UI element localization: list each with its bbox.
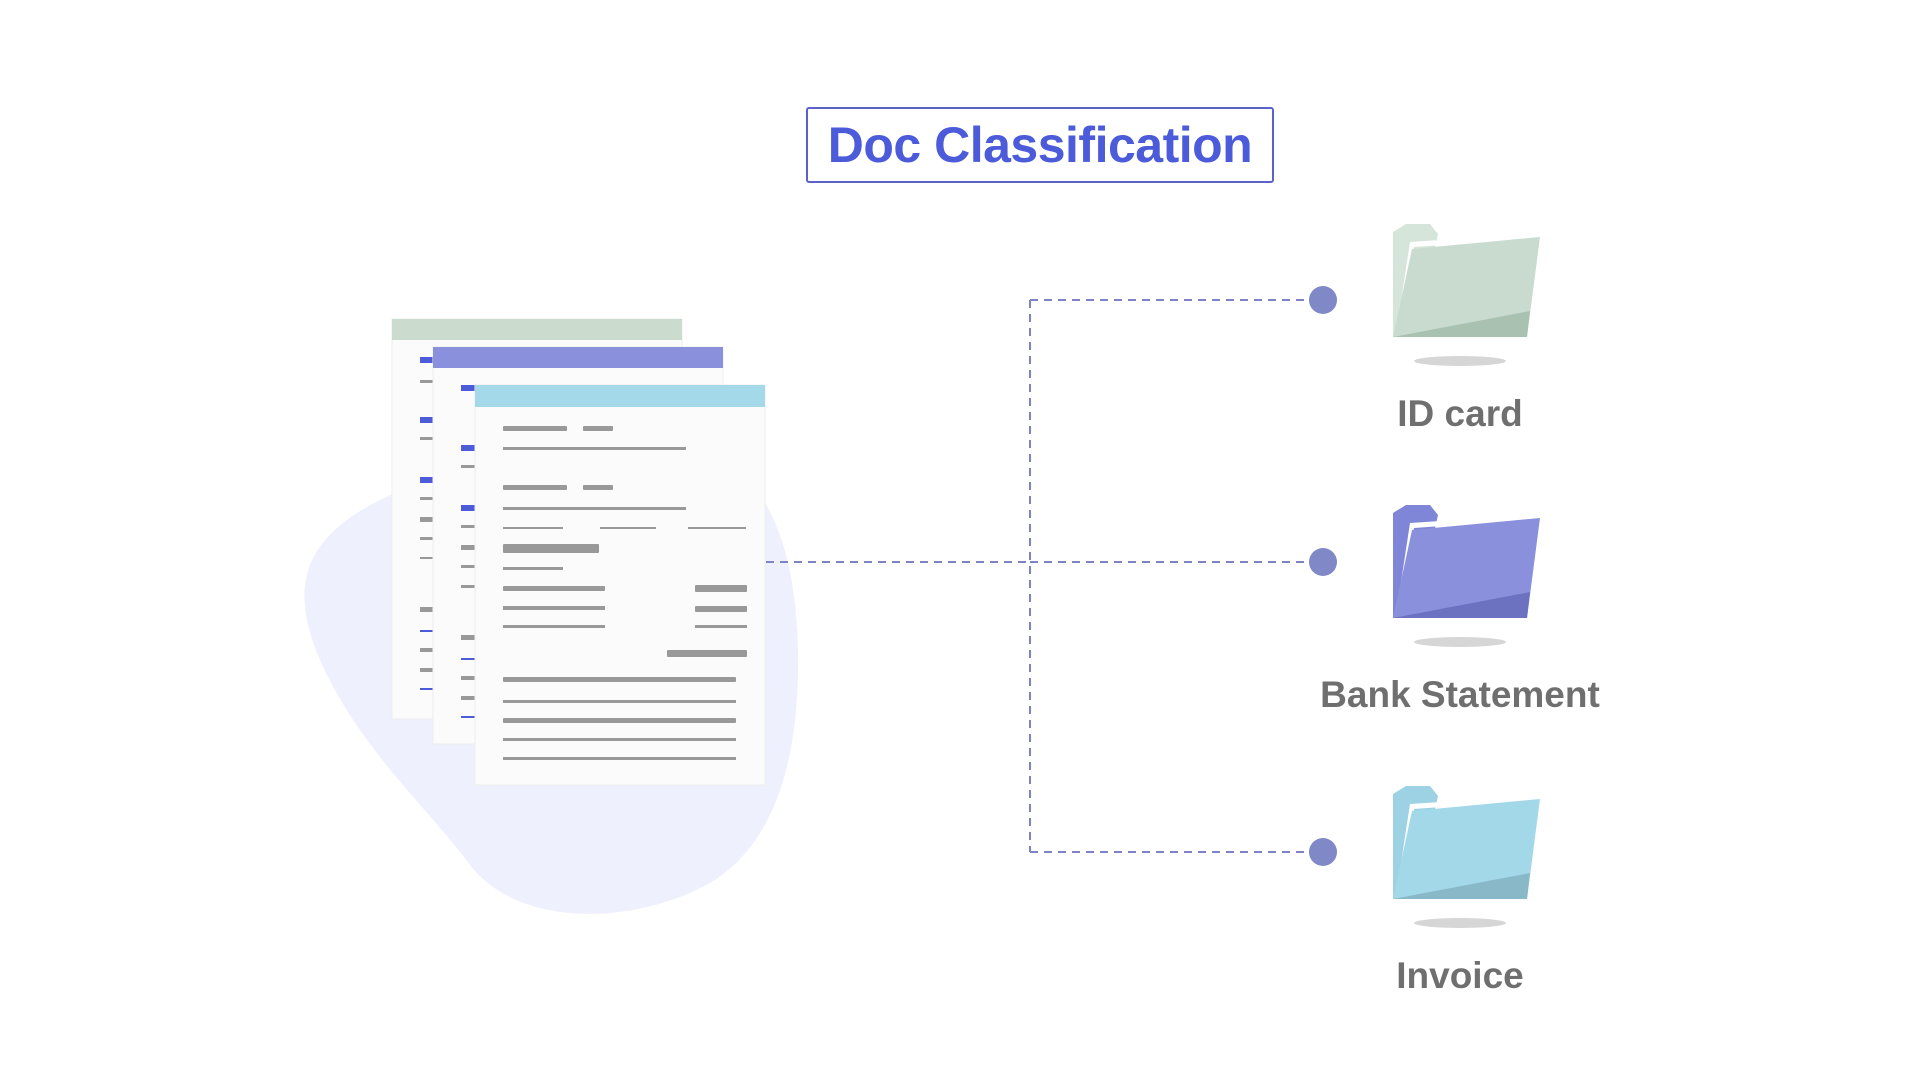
category-label-bank-statement: Bank Statement xyxy=(1320,674,1600,715)
node-dot-3 xyxy=(1309,838,1337,866)
title-box: Doc Classification xyxy=(806,107,1274,183)
folder-icon xyxy=(1393,786,1540,928)
document-stack-icon xyxy=(391,318,766,786)
node-dot-2 xyxy=(1309,548,1337,576)
folder-icon xyxy=(1393,224,1540,366)
diagram-title: Doc Classification xyxy=(827,117,1253,173)
document-front xyxy=(474,384,766,786)
node-dot-1 xyxy=(1309,286,1337,314)
connector-lines xyxy=(766,299,1323,853)
folder-icon xyxy=(1393,505,1540,647)
category-label-invoice: Invoice xyxy=(1396,955,1524,996)
category-label-id-card: ID card xyxy=(1397,393,1523,434)
